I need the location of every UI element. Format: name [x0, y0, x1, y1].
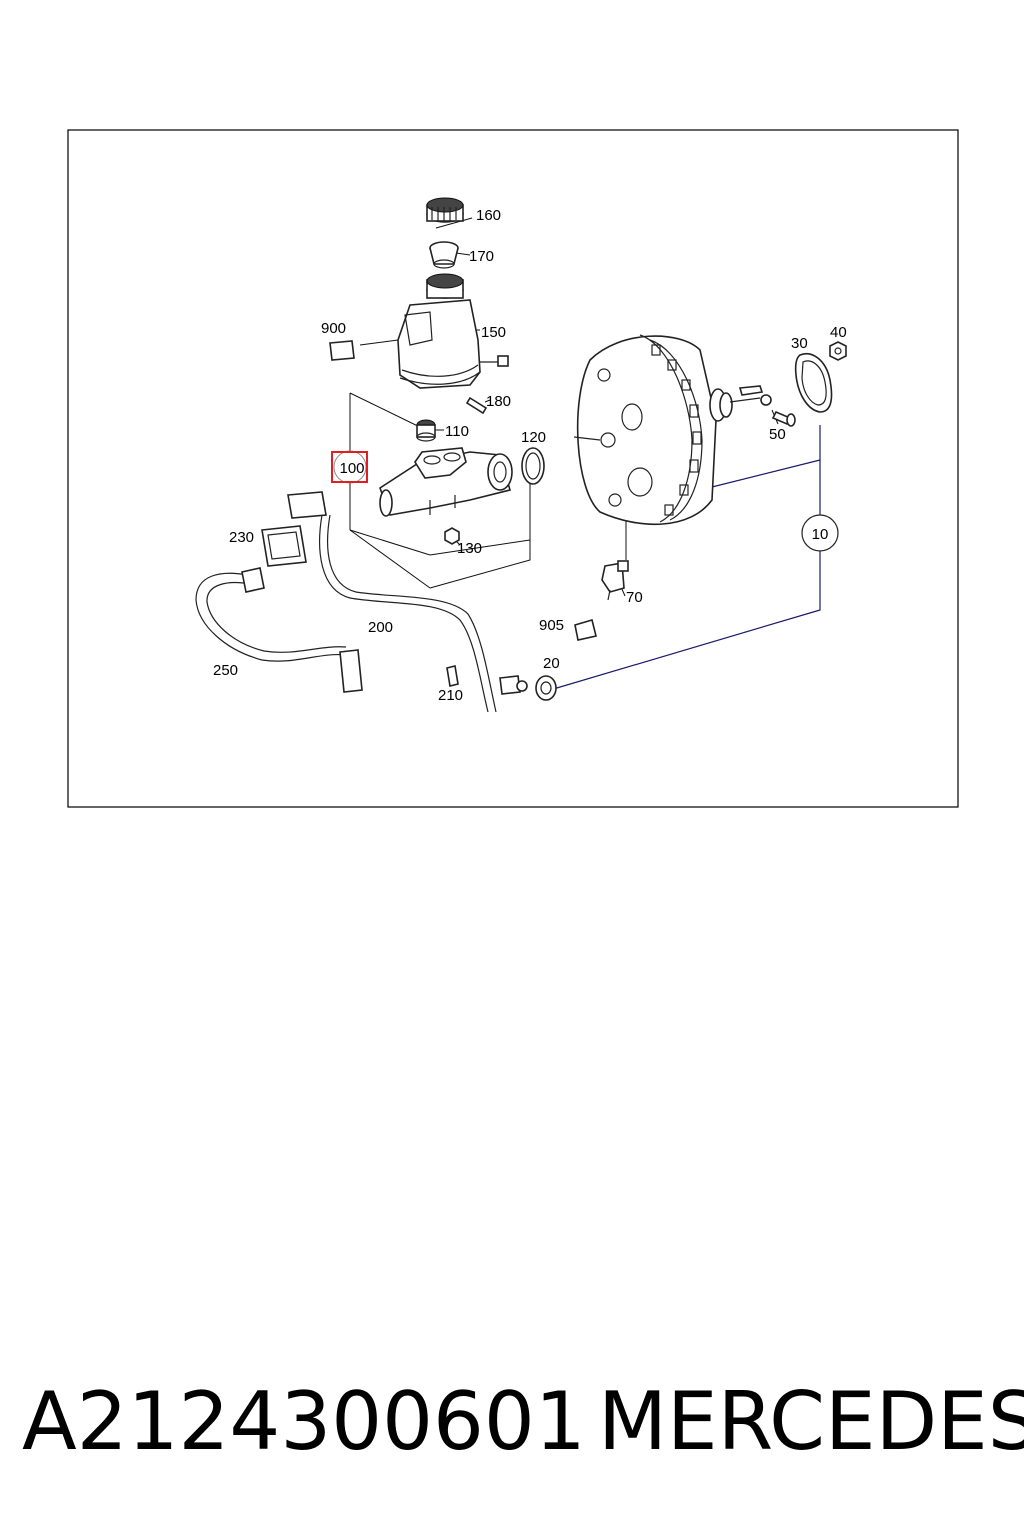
highlight-box-100 — [331, 451, 368, 483]
callout-120: 120 — [521, 429, 546, 446]
exploded-parts-diagram: 160 170 150 900 180 110 120 130 230 200 … — [67, 129, 959, 808]
master-cylinder-100 — [379, 447, 513, 517]
fluid-reservoir-150 — [397, 273, 509, 389]
vacuum-hose-250 — [195, 567, 363, 693]
callout-40: 40 — [830, 324, 847, 341]
filter-ring-170 — [429, 241, 459, 269]
callout-905: 905 — [539, 617, 564, 634]
gasket-30 — [794, 353, 833, 413]
label-tag-905 — [574, 618, 597, 641]
reservoir-cap-160 — [426, 197, 464, 223]
o-ring-120 — [521, 447, 545, 485]
callout-70: 70 — [626, 589, 643, 606]
callout-230: 230 — [229, 529, 254, 546]
callout-200: 200 — [368, 619, 393, 636]
brand-name: MERCEDES — [598, 1375, 1024, 1468]
clip-210 — [446, 665, 459, 687]
diagram-frame — [67, 129, 959, 808]
callout-110: 110 — [445, 423, 469, 440]
callout-labels: 160 170 150 900 180 110 120 130 230 200 … — [213, 207, 847, 704]
callout-210: 210 — [438, 687, 463, 704]
callout-160: 160 — [476, 207, 501, 224]
callout-150: 150 — [481, 324, 506, 341]
callout-10: 10 — [812, 526, 829, 543]
nut-130 — [444, 527, 460, 545]
callout-50: 50 — [769, 426, 786, 443]
callout-170: 170 — [469, 248, 494, 265]
caption-bar: A2124300601 MERCEDES — [0, 1372, 1024, 1482]
callout-100: 100 — [339, 460, 364, 477]
bracket-230 — [261, 525, 307, 567]
callout-circle-10 — [801, 514, 839, 552]
callout-20: 20 — [543, 655, 560, 672]
callout-180: 180 — [486, 393, 511, 410]
vacuum-hose-200 — [287, 491, 528, 713]
callout-900: 900 — [321, 320, 346, 337]
callout-30: 30 — [791, 335, 808, 352]
bolt-50 — [771, 410, 796, 427]
grommet-110 — [416, 419, 436, 442]
grommet-20 — [535, 675, 557, 701]
label-tag-900 — [329, 340, 355, 361]
callout-130: 130 — [457, 540, 482, 557]
sensor-70 — [601, 560, 629, 601]
nut-40 — [829, 341, 847, 361]
part-number: A2124300601 — [22, 1375, 586, 1468]
pin-180 — [465, 396, 488, 415]
callout-250: 250 — [213, 662, 238, 679]
brake-booster — [573, 334, 772, 526]
